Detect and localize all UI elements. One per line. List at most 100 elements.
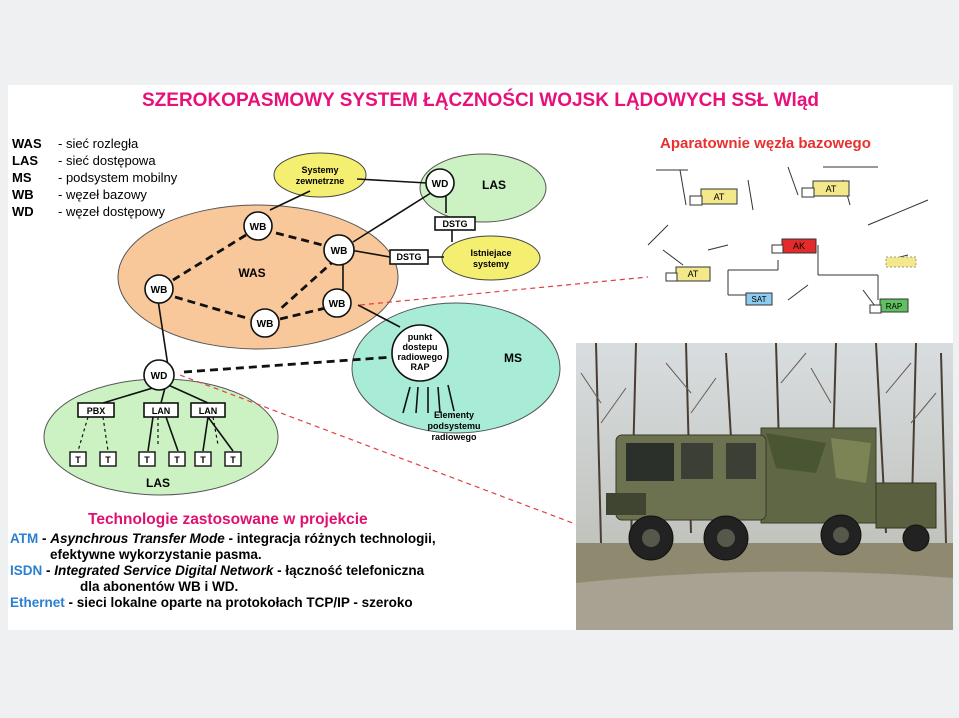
legend-abbr: MS	[12, 170, 32, 185]
legend-row: WAS - sieć rozległa	[12, 135, 177, 152]
technologies-title: Technologie zastosowane w projekcie	[88, 511, 368, 528]
svg-text:WD: WD	[151, 371, 168, 382]
terminal-box: T	[138, 451, 156, 467]
las-top-label: LAS	[482, 178, 506, 192]
tech-name: Asynchrous Transfer Mode	[50, 531, 225, 546]
wb-node: WB	[250, 308, 280, 338]
was-label: WAS	[238, 266, 265, 280]
svg-text:dostepu: dostepu	[403, 342, 438, 352]
tech-abbr: ISDN	[10, 563, 43, 578]
lan-dashed-links	[77, 416, 219, 452]
svg-text:T: T	[144, 455, 150, 465]
svg-text:WB: WB	[329, 299, 346, 310]
legend-desc: - sieć rozległa	[58, 136, 139, 151]
truck-label: RAP	[886, 302, 902, 311]
dashed-links	[172, 231, 394, 374]
wb-node: WB	[322, 288, 352, 318]
tech-row-atm: ATM - Asynchrous Transfer Mode - integra…	[10, 531, 580, 547]
svg-text:T: T	[75, 455, 81, 465]
legend-row: WD - węzeł dostępowy	[12, 203, 177, 220]
slide: SZEROKOPASMOWY SYSTEM ŁĄCZNOŚCI WOJSK LĄ…	[8, 85, 953, 630]
istniejace-systemy-label: Istniejace	[470, 248, 511, 258]
truck-label: AT	[714, 192, 725, 202]
legend-row: WB- węzeł bazowy	[12, 186, 177, 203]
elementy-label: Elementy	[434, 410, 474, 420]
terminal-box: T	[99, 451, 117, 467]
tech-dash: -	[42, 563, 55, 578]
wd-node: WD	[143, 359, 175, 391]
truck-label: SAT	[752, 295, 767, 304]
svg-text:PBX: PBX	[87, 406, 106, 416]
slide-title: SZEROKOPASMOWY SYSTEM ŁĄCZNOŚCI WOJSK LĄ…	[142, 90, 819, 111]
solid-links	[102, 178, 455, 452]
istniejace-systemy-cloud	[441, 235, 541, 281]
elementy-label: radiowego	[431, 432, 477, 442]
aparatownie-panel: AT AT AK AT SAT RAP	[647, 166, 929, 314]
pbx-box: PBX	[77, 402, 115, 418]
tech-row-ethernet: Ethernet - sieci lokalne oparte na proto…	[10, 595, 580, 611]
svg-text:LAN: LAN	[199, 406, 218, 416]
istniejace-systemy-label: systemy	[473, 259, 509, 269]
terminal-box: T	[224, 451, 242, 467]
lan-box: LAN	[143, 402, 179, 418]
svg-text:WB: WB	[250, 222, 267, 233]
svg-text:RAP: RAP	[410, 362, 429, 372]
dstg-box: DSTG	[389, 249, 429, 265]
wd-node: WD	[425, 168, 455, 198]
aparatownie-title: Aparatownie węzła bazowego	[660, 135, 871, 152]
truck-label: AT	[826, 184, 837, 194]
svg-text:WB: WB	[331, 246, 348, 257]
systemy-zewnetrzne-label: zewnetrzne	[296, 176, 345, 186]
svg-text:T: T	[105, 455, 111, 465]
legend-desc: - sieć dostępowa	[58, 153, 156, 168]
svg-text:punkt: punkt	[408, 332, 433, 342]
tech-row-cont: efektywne wykorzystanie pasma.	[50, 547, 262, 562]
truck-sat	[745, 292, 773, 306]
wb-node: WB	[144, 274, 174, 304]
wheel	[902, 524, 930, 552]
tech-desc: - sieci lokalne oparte na protokołach TC…	[64, 595, 413, 610]
network-diagram: WB WB WB WB WB WD WD punkt	[43, 152, 929, 526]
las-bottom-label: LAS	[146, 476, 170, 490]
svg-text:DSTG: DSTG	[442, 219, 467, 229]
systemy-zewnetrzne-label: Systemy	[301, 165, 338, 175]
systemy-zewnetrzne-cloud	[273, 152, 367, 198]
svg-text:T: T	[200, 455, 206, 465]
svg-text:radiowego: radiowego	[397, 352, 443, 362]
svg-text:LAN: LAN	[152, 406, 171, 416]
svg-text:WD: WD	[432, 179, 449, 190]
legend-desc: - podsystem mobilny	[58, 170, 178, 185]
truck-label: AK	[793, 241, 805, 251]
tech-abbr: Ethernet	[10, 595, 65, 610]
tech-dash: -	[38, 531, 51, 546]
legend-abbr: WD	[12, 204, 34, 219]
tech-name: Integrated Service Digital Network	[54, 563, 274, 578]
rap-node: punkt dostepu radiowego RAP	[391, 324, 449, 382]
legend-abbr: LAS	[12, 153, 38, 168]
technologies-section: Technologie zastosowane w projekcie ATM …	[10, 512, 580, 611]
legend-row: MS - podsystem mobilny	[12, 169, 177, 186]
truck-label: AT	[688, 269, 699, 279]
terminal-box: T	[168, 451, 186, 467]
legend-abbr: WAS	[12, 136, 42, 151]
svg-text:WB: WB	[151, 285, 168, 296]
legend-row: LAS - sieć dostępowa	[12, 152, 177, 169]
elementy-label: podsystemu	[427, 421, 480, 431]
dstg-box: DSTG	[434, 216, 476, 231]
terminal-box: T	[194, 451, 212, 467]
trailer	[875, 482, 937, 529]
military-truck-photo	[576, 343, 953, 630]
ms-label: MS	[504, 351, 522, 365]
tech-abbr: ATM	[10, 531, 39, 546]
terminal-box: T	[69, 451, 87, 467]
svg-text:WB: WB	[257, 319, 274, 330]
tech-row-cont: dla abonentów WB i WD.	[80, 579, 239, 594]
svg-text:T: T	[174, 455, 180, 465]
wb-node: WB	[243, 211, 273, 241]
svg-text:T: T	[230, 455, 236, 465]
wb-node: WB	[323, 234, 355, 266]
lan-box: LAN	[190, 402, 226, 418]
svg-text:DSTG: DSTG	[396, 252, 421, 262]
legend-desc: - węzeł bazowy	[58, 187, 147, 202]
legend-desc: - węzeł dostępowy	[58, 204, 165, 219]
